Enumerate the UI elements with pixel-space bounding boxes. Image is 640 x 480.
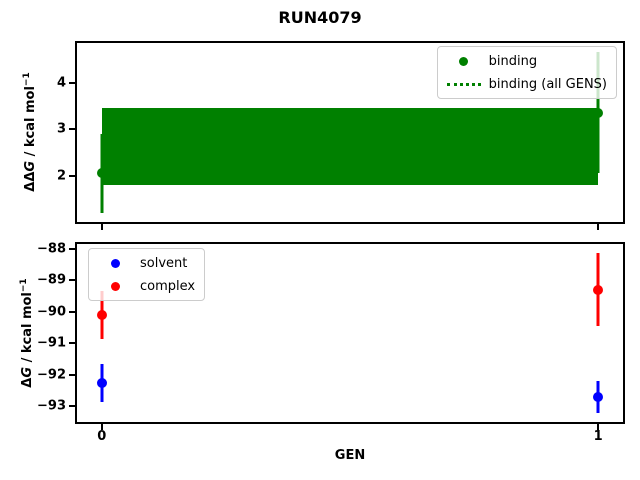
legend-marker-cell (98, 258, 132, 268)
figure-title: RUN4079 (278, 8, 362, 27)
x-tick-mark (597, 224, 600, 230)
legend-marker-cell (98, 281, 132, 291)
complex-dot-icon (110, 281, 120, 291)
y-tick-label: −91 (37, 335, 66, 351)
y-tick-mark (69, 174, 75, 177)
legend-item-complex: complex (98, 276, 195, 296)
data-point (96, 168, 107, 179)
y-tick-label: −92 (37, 367, 66, 383)
data-point (593, 107, 604, 118)
y-tick-label: 2 (56, 168, 66, 183)
legend-label-binding: binding (488, 53, 538, 69)
legend-label-complex: complex (140, 278, 196, 294)
y-tick-label: 4 (56, 75, 66, 91)
legend-label-binding-all-gens: binding (all GENS) (488, 76, 607, 92)
bottom-legend: solvent complex (88, 248, 206, 301)
y-tick-mark (69, 405, 75, 408)
top-y-axis-label: ΔΔG / kcal mol−1 (21, 72, 39, 192)
y-tick-mark (69, 310, 75, 313)
legend-item-binding: binding (447, 51, 607, 71)
bottom-plot-axes: solvent complex −88 −89 −90 −91 −92 −93 0 1 (37, 242, 625, 443)
y-tick-mark (69, 373, 75, 376)
data-point (96, 377, 107, 388)
x-tick-label: 0 (97, 429, 107, 444)
legend-item-solvent: solvent (98, 253, 195, 273)
legend-marker-cell (447, 56, 481, 66)
top-legend: binding binding (all GENS) (436, 46, 617, 99)
x-tick-mark (597, 424, 600, 430)
y-tick-label: 3 (56, 121, 66, 137)
error-band (101, 108, 599, 185)
data-point (593, 391, 604, 402)
bottom-y-axis-label: ΔG / kcal mol−1 (18, 278, 36, 388)
y-tick-label: −89 (37, 272, 66, 288)
y-tick-mark (69, 81, 75, 84)
legend-marker-cell (446, 82, 481, 86)
y-tick-label: −93 (37, 398, 66, 414)
y-tick-mark (69, 279, 75, 282)
dotted-line-icon (446, 82, 481, 86)
solvent-dot-icon (110, 258, 120, 268)
data-point (96, 309, 107, 320)
legend-item-binding-all-gens: binding (all GENS) (446, 74, 607, 94)
y-tick-mark (69, 128, 75, 130)
binding-dot-icon (459, 56, 469, 66)
y-tick-mark (69, 247, 75, 250)
x-tick-mark (100, 224, 103, 230)
y-tick-label: −88 (37, 241, 66, 257)
x-tick-mark (100, 424, 103, 430)
y-tick-label: −90 (37, 304, 66, 320)
top-plot-axes: binding binding (all GENS) 2 3 4 (57, 41, 625, 230)
legend-label-solvent: solvent (140, 255, 188, 271)
data-point (593, 284, 604, 295)
x-tick-label: 1 (593, 429, 603, 444)
y-tick-mark (69, 342, 75, 345)
x-axis-label: GEN (334, 448, 366, 463)
